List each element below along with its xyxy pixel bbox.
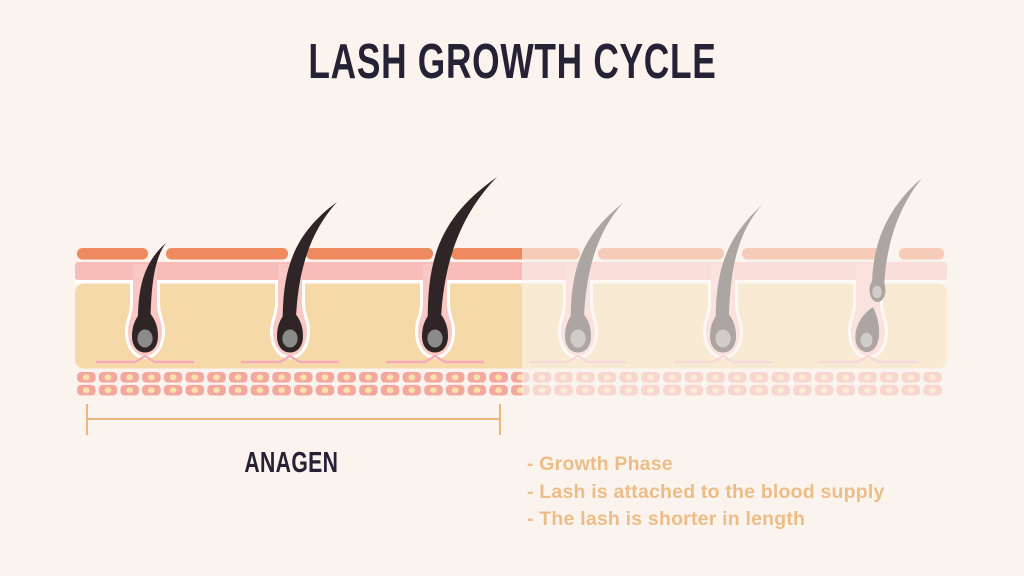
epidermis-dermis-boundary [75, 280, 947, 284]
page-title-text: LASH GROWTH CYCLE [307, 35, 717, 89]
phase-label: ANAGEN [86, 447, 497, 480]
bulb-dot [137, 329, 153, 348]
lash-shaft [282, 202, 337, 338]
note-line: - Lash is attached to the blood supply [527, 480, 885, 503]
note-line: - The lash is shorter in length [527, 508, 806, 531]
bulb-dot [427, 329, 443, 348]
phase-notes: - Growth Phase - Lash is attached to the… [527, 451, 885, 534]
page-title: LASH GROWTH CYCLE [0, 36, 1024, 88]
blood-vessel [95, 354, 195, 364]
note-line: - Growth Phase [527, 453, 673, 475]
faded-phase-overlay [522, 148, 958, 412]
blood-vessel [385, 354, 485, 364]
phase-label-text: ANAGEN [244, 447, 339, 479]
blood-vessel [240, 354, 340, 364]
bulb-dot [282, 329, 298, 348]
anagen-bracket [86, 404, 501, 435]
